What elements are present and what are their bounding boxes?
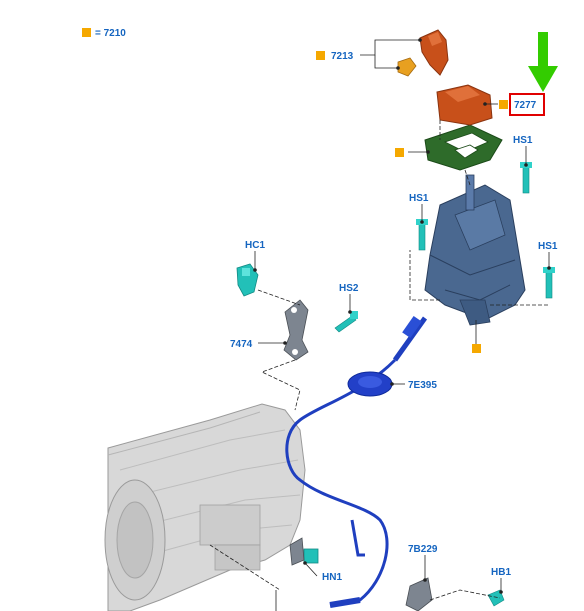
knob-insert: [397, 57, 417, 77]
cable-grommet: [347, 371, 393, 397]
marker-7277: [499, 100, 508, 109]
callout-hs1-left: HS1: [409, 193, 429, 204]
callout-hs2: HS2: [339, 283, 359, 294]
clip-hc1: [236, 263, 259, 297]
highlight-box: [509, 93, 545, 116]
nut-hn1: [303, 548, 319, 564]
shifter-assembly: [424, 174, 526, 326]
legend-text: = 7210: [95, 28, 126, 39]
transmission-housing: [104, 403, 306, 611]
shift-cable: [285, 358, 397, 607]
callout-hb1: HB1: [491, 567, 511, 578]
fastener-hs1-right: [543, 267, 555, 299]
shift-boot: [436, 84, 493, 126]
shifter-bezel: [424, 124, 503, 171]
callout-hs1-top: HS1: [513, 135, 533, 146]
callout-7b229: 7B229: [408, 544, 438, 555]
fastener-hs2: [334, 311, 358, 333]
legend-marker: [82, 28, 91, 37]
bracket-7474: [283, 299, 309, 361]
bracket-7b229: [289, 537, 433, 611]
callout-hc1: HC1: [245, 240, 265, 251]
marker-7213: [316, 51, 325, 60]
callout-7213: 7213: [331, 51, 354, 62]
leader-lines: [209, 38, 551, 611]
bolt-hb1: [487, 589, 505, 607]
marker-shifter: [472, 344, 481, 353]
green-arrow-icon: [528, 32, 558, 92]
callout-hs1-right: HS1: [538, 241, 558, 252]
callout-7474: 7474: [230, 339, 253, 350]
callout-7277: 7277: [514, 100, 537, 111]
callout-7e395: 7E395: [408, 380, 437, 391]
marker-bezel: [395, 148, 404, 157]
callout-hn1: HN1: [322, 572, 342, 583]
shift-knob: [419, 29, 449, 76]
